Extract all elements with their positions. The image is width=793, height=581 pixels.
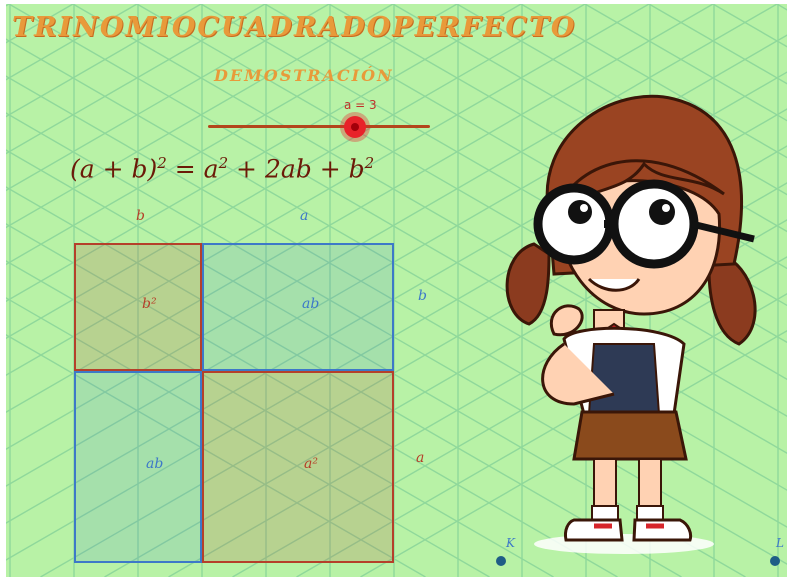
grid-line-diagonal — [8, 4, 787, 454]
rect-ab-left[interactable] — [74, 371, 202, 563]
label-top-a: a — [300, 208, 309, 224]
grid-line-diagonal — [6, 108, 787, 561]
grid-line-diagonal — [6, 334, 426, 577]
grid-line-diagonal — [6, 4, 778, 450]
grid-line-diagonal — [6, 75, 787, 528]
grid-line-diagonal — [6, 4, 10, 7]
grid-line-diagonal — [296, 293, 787, 577]
grid-line-diagonal — [6, 4, 74, 44]
graphics-view[interactable]: TRINOMIOCUADRADOPERFECTO DEMOSTRACIÓN a … — [6, 4, 787, 577]
page-subtitle: DEMOSTRACIÓN — [214, 66, 394, 85]
formula-middle: + 2ab + — [228, 154, 349, 184]
formula-lhs: (a + b) — [70, 154, 158, 184]
grid-line-diagonal — [392, 4, 787, 233]
grid-line-diagonal — [6, 223, 618, 577]
label-cell-ab-top: ab — [302, 296, 320, 312]
slider-track[interactable] — [208, 125, 430, 128]
point-k[interactable] — [496, 556, 506, 566]
grid-line-diagonal — [6, 38, 787, 491]
grid-line-diagonal — [6, 71, 787, 524]
grid-line-diagonal — [72, 4, 787, 418]
grid-line-diagonal — [584, 4, 787, 122]
grid-line-diagonal — [6, 186, 682, 577]
grid-line-diagonal — [6, 4, 394, 229]
grid-line-diagonal — [6, 4, 202, 118]
label-point-l: L — [776, 536, 784, 550]
label-right-b: b — [418, 288, 427, 304]
formula-t1: a — [203, 154, 219, 184]
formula-t3: b — [348, 154, 365, 184]
grid-line-diagonal — [360, 329, 787, 577]
formula-t3-exp: 2 — [364, 154, 375, 172]
cartoon-girl-thinking-icon — [505, 94, 757, 554]
page-title: TRINOMIOCUADRADOPERFECTO — [12, 12, 577, 43]
grid-line-diagonal — [6, 4, 650, 377]
grid-line-diagonal — [520, 4, 787, 159]
square-a2[interactable] — [202, 371, 394, 563]
label-cell-ab-left: ab — [146, 456, 164, 472]
formula-eq: = — [166, 154, 204, 184]
grid-line-diagonal — [6, 260, 554, 577]
label-cell-b2: b² — [142, 296, 157, 312]
slider-value-label: a = 3 — [344, 98, 377, 112]
grid-line-diagonal — [6, 4, 458, 266]
label-top-b: b — [136, 208, 145, 224]
grid-line-diagonal — [264, 4, 787, 307]
grid-line-diagonal — [6, 4, 586, 340]
slider-knob[interactable] — [344, 116, 366, 138]
grid-line-diagonal — [6, 4, 330, 192]
grid-line-diagonal — [6, 297, 490, 577]
grid-line-diagonal — [6, 149, 746, 577]
square-b2[interactable] — [74, 243, 202, 371]
label-cell-a2: a² — [304, 456, 318, 472]
point-l[interactable] — [770, 556, 780, 566]
formula: (a + b)2 = a2 + 2ab + b2 — [70, 154, 374, 183]
grid-line-diagonal — [328, 4, 787, 270]
formula-t1-exp: 2 — [218, 154, 229, 172]
formula-lhs-exp: 2 — [157, 154, 167, 172]
rect-ab-top[interactable] — [202, 243, 394, 371]
grid-line-diagonal — [6, 4, 266, 155]
label-point-k: K — [506, 536, 515, 550]
grid-line-diagonal — [6, 4, 714, 413]
grid-line-diagonal — [6, 4, 522, 303]
label-right-a: a — [416, 450, 425, 466]
